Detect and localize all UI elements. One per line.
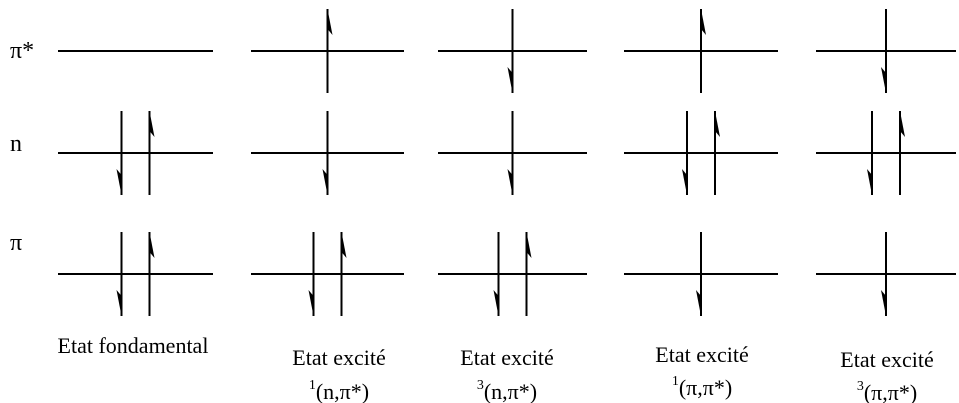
- spin-down-half-arrowhead: [682, 169, 687, 195]
- level-label-pi: π: [10, 230, 22, 256]
- spin-up-half-arrowhead: [149, 232, 155, 258]
- multiplicity-superscript: 1: [672, 374, 679, 389]
- state-column-ground: [58, 50, 213, 316]
- spin-up-half-arrowhead: [701, 9, 706, 35]
- caption-ground-state: Etat fondamental: [58, 333, 209, 358]
- spin-down-half-arrowhead: [867, 169, 872, 195]
- caption-state-1-symbol: 1(n,π*): [309, 378, 369, 403]
- spin-up-half-arrowhead: [715, 111, 720, 137]
- spin-down-half-arrowhead: [308, 290, 314, 316]
- caption-state-3-symbol: 1(π,π*): [672, 374, 732, 400]
- multiplicity-superscript: 3: [857, 379, 864, 394]
- state-column-triplet-n-pi: [438, 9, 587, 316]
- caption-state-2-symbol: 3(n,π*): [477, 378, 537, 403]
- state-column-singlet-pi-pi: [624, 9, 778, 316]
- spin-up-half-arrowhead: [900, 111, 905, 137]
- caption-state-2: Etat excité: [460, 345, 553, 370]
- spin-down-half-arrowhead: [507, 169, 513, 195]
- state-label: (n,π*): [484, 379, 537, 403]
- caption-state-4-symbol: 3(π,π*): [857, 379, 917, 403]
- caption-state-4: Etat excité: [840, 347, 933, 372]
- spin-up-half-arrowhead: [327, 9, 333, 35]
- spin-up-half-arrowhead: [149, 111, 155, 137]
- state-column-triplet-pi-pi: [816, 9, 956, 316]
- state-label: (π,π*): [679, 375, 732, 400]
- multiplicity-superscript: 3: [477, 378, 484, 393]
- spin-down-half-arrowhead: [493, 290, 499, 316]
- spin-down-half-arrowhead: [507, 67, 513, 93]
- state-column-singlet-n-pi: [251, 9, 404, 316]
- level-label-pi-star: π*: [10, 38, 34, 64]
- spin-down-half-arrowhead: [116, 290, 122, 316]
- spin-up-half-arrowhead: [341, 232, 347, 258]
- caption-state-1: Etat excité: [292, 345, 385, 370]
- state-label: (n,π*): [316, 379, 369, 403]
- spin-down-half-arrowhead: [696, 290, 701, 316]
- spin-down-half-arrowhead: [881, 290, 886, 316]
- spin-down-half-arrowhead: [116, 169, 122, 195]
- level-label-n: n: [10, 131, 22, 157]
- caption-state-3: Etat excité: [655, 342, 748, 367]
- state-label: (π,π*): [864, 380, 917, 403]
- spin-down-half-arrowhead: [881, 67, 886, 93]
- spin-down-half-arrowhead: [322, 169, 328, 195]
- spin-up-half-arrowhead: [526, 232, 532, 258]
- multiplicity-superscript: 1: [309, 378, 316, 393]
